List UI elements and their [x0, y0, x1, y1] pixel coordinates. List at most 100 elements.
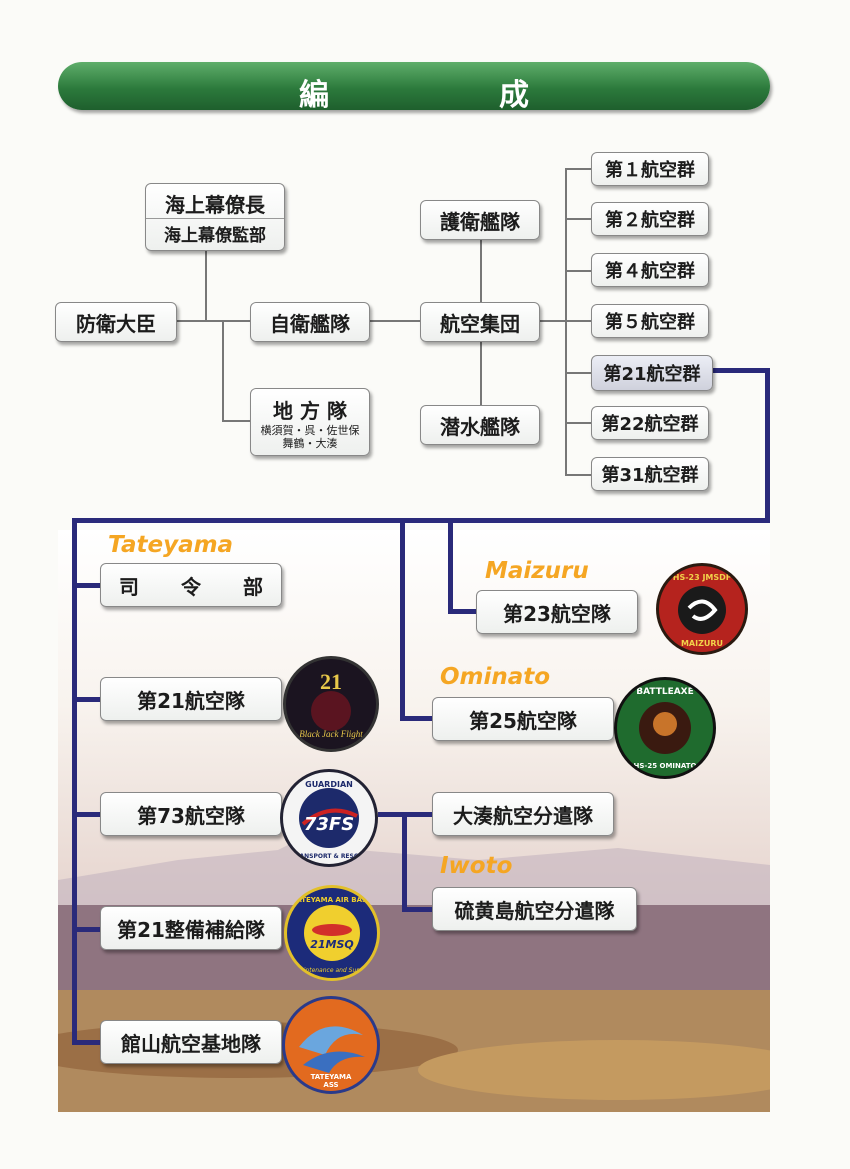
badge-text: TRANSPORT & RESCUE [291, 853, 367, 860]
title-banner: 編 成 [58, 62, 770, 113]
connector-line [565, 474, 591, 476]
navy-connector [72, 518, 770, 523]
group-label: 第21航空群 [603, 364, 701, 385]
navy-connector [710, 368, 770, 373]
connector-line [565, 168, 591, 170]
badge-number: 73FS [304, 814, 354, 835]
box-submarine-fleet: 潜水艦隊 [420, 405, 540, 445]
badge-21msq: TATEYAMA AIR BASE 21MSQ Maintenance and … [284, 885, 380, 981]
navy-connector [400, 716, 435, 721]
navy-connector [765, 368, 770, 523]
chief-label: 海上幕僚長 [165, 192, 265, 217]
unit-label: 第73航空隊 [137, 803, 245, 828]
unit-label: 大湊航空分遣隊 [453, 803, 593, 828]
box-base-unit: 館山航空基地隊 [100, 1020, 282, 1064]
connector-line [565, 218, 591, 220]
navy-connector [72, 1040, 102, 1045]
staff-label: 海上幕僚監部 [146, 217, 284, 246]
navy-connector [448, 518, 453, 613]
badge-text: Black Jack Flight [299, 729, 363, 739]
navy-connector [72, 697, 102, 702]
box-label: 航空集団 [440, 311, 520, 336]
box-ominato-detachment: 大湊航空分遣隊 [432, 792, 614, 836]
navy-connector [72, 583, 102, 588]
unit-label: 館山航空基地隊 [121, 1031, 261, 1056]
box-label: 潜水艦隊 [440, 414, 520, 439]
box-air-group: 第31航空群 [591, 457, 709, 491]
badge-text: HS-25 OMINATO [634, 762, 697, 770]
badge-text: TATEYAMA [311, 1073, 352, 1081]
group-label: 第22航空群 [601, 414, 699, 435]
box-air-group: 第２航空群 [591, 202, 709, 236]
connector-line [370, 320, 420, 322]
connector-line [565, 270, 591, 272]
connector-line [540, 320, 566, 322]
group-label: 第２航空群 [605, 210, 695, 231]
msq-emblem: TATEYAMA AIR BASE 21MSQ Maintenance and … [292, 896, 372, 974]
district-title: 地 方 隊 [273, 398, 347, 423]
hq-char: 部 [243, 574, 263, 599]
city-label-tateyama: Tateyama [108, 532, 234, 558]
guardian-emblem: GUARDIAN 73FS TRANSPORT & RESCUE [291, 780, 367, 860]
unit-label: 第21整備補給隊 [117, 917, 265, 942]
group-label: 第１航空群 [605, 160, 695, 181]
box-label: 防衛大臣 [76, 311, 156, 336]
unit-label: 硫黄島航空分遣隊 [454, 898, 615, 923]
box-label: 護衛艦隊 [440, 209, 520, 234]
connector-line [565, 320, 591, 322]
box-district: 地 方 隊 横須賀・呉・佐世保 舞鶴・大湊 [250, 388, 370, 456]
hq-char: 司 [119, 574, 139, 599]
navy-connector [400, 518, 405, 720]
navy-connector [448, 609, 478, 614]
box-air-group: 第４航空群 [591, 253, 709, 287]
navy-connector [72, 812, 102, 817]
connector-line [565, 422, 591, 424]
connector-line [177, 320, 250, 322]
badge-hs23-maizuru: HS-23 JMSDF MAIZURU [656, 563, 748, 655]
box-label: 自衛艦隊 [270, 311, 350, 336]
box-unit-23: 第23航空隊 [476, 590, 638, 634]
connector-line [480, 240, 482, 304]
box-fleet: 自衛艦隊 [250, 302, 370, 342]
group-label: 第５航空群 [605, 312, 695, 333]
connector-line [222, 320, 224, 422]
badge-73-guardian: GUARDIAN 73FS TRANSPORT & RESCUE [280, 769, 378, 867]
badge-text: Maintenance and Supply [295, 967, 370, 974]
unit-label: 第25航空隊 [469, 708, 577, 733]
badge-text: HS-23 JMSDF [673, 573, 732, 582]
badge-text: ASS [323, 1081, 338, 1089]
group-label: 第４航空群 [605, 261, 695, 282]
box-air-group: 第１航空群 [591, 152, 709, 186]
unit-label: 第21航空隊 [137, 688, 245, 713]
box-escort-fleet: 護衛艦隊 [420, 200, 540, 240]
badge-tateyama-ass: TATEYAMA ASS [282, 996, 380, 1094]
group-label: 第31航空群 [601, 465, 699, 486]
page-title: 編 成 [299, 78, 599, 113]
connector-line [565, 168, 567, 476]
badge-21-black-jack: 21 Black Jack Flight [283, 656, 379, 752]
badge-hs25-ominato: BATTLEAXE HS-25 OMINATO [614, 677, 716, 779]
connector-line [222, 420, 250, 422]
connector-line [565, 372, 591, 374]
city-label-iwoto: Iwoto [440, 853, 513, 879]
box-air-group-21-highlighted: 第21航空群 [591, 355, 713, 391]
black-jack-emblem: 21 Black Jack Flight [299, 669, 363, 739]
connector-line [480, 341, 482, 405]
badge-number: 21MSQ [310, 938, 354, 951]
box-chief-of-staff: 海上幕僚長 海上幕僚監部 [145, 183, 285, 251]
badge-text: TATEYAMA AIR BASE [292, 896, 372, 904]
navy-connector [72, 518, 77, 1043]
box-headquarters: 司 令 部 [100, 563, 282, 607]
badge-text: MAIZURU [681, 639, 723, 648]
navy-connector [402, 812, 407, 912]
box-iwoto-detachment: 硫黄島航空分遣隊 [432, 887, 637, 931]
district-sub: 横須賀・呉・佐世保 [260, 423, 360, 437]
box-minister: 防衛大臣 [55, 302, 177, 342]
navy-connector [72, 927, 102, 932]
box-unit-21: 第21航空隊 [100, 677, 282, 721]
hs23-emblem: HS-23 JMSDF MAIZURU [673, 573, 732, 648]
connector-line [205, 250, 207, 322]
navy-connector [402, 907, 435, 912]
battleaxe-emblem: BATTLEAXE HS-25 OMINATO [634, 687, 697, 770]
city-label-ominato: Ominato [440, 664, 551, 690]
